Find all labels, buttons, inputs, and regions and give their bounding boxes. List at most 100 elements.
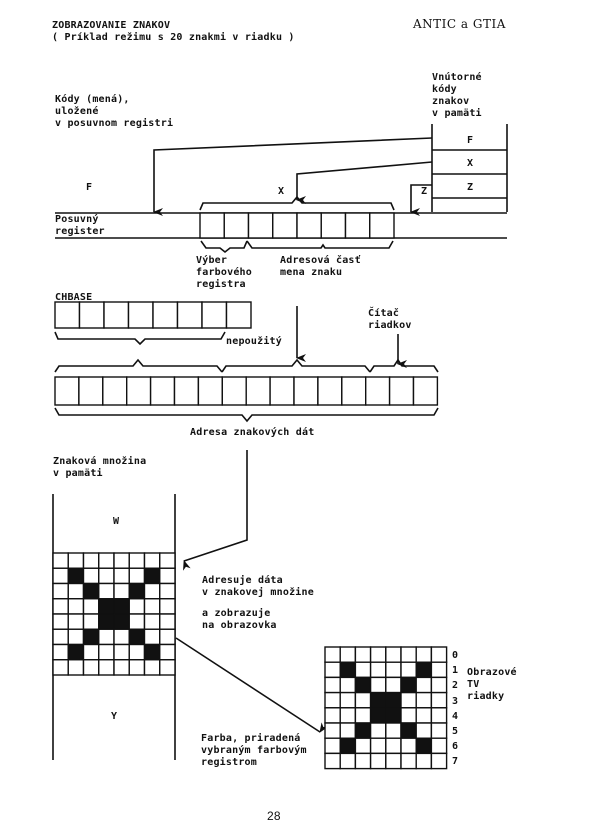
label-line: vybraným farbovým [201, 745, 307, 756]
register-bit-cell [199, 212, 225, 239]
pixel-off [354, 707, 372, 724]
register-bit-cell [103, 301, 130, 329]
pixel-off [354, 737, 372, 755]
register-bit-cell [369, 212, 395, 239]
pixel-off [128, 598, 146, 615]
pixel-on [128, 628, 146, 646]
pixel-off [128, 659, 146, 676]
brace-chbase [54, 331, 226, 346]
pixel-off [159, 613, 176, 630]
row-number: 1 [452, 665, 459, 677]
brace-address-part [246, 240, 394, 249]
label-line: Vnútorné [432, 72, 482, 83]
page-number: 28 [267, 809, 281, 823]
label-line: Čítač [368, 308, 400, 319]
row-number: 0 [452, 650, 459, 661]
pixel-off [67, 598, 85, 615]
pixel-off [400, 691, 417, 709]
pixel-off [415, 691, 433, 709]
pixel-off [113, 567, 130, 585]
pixel-off [159, 628, 176, 646]
data-address-label: Adresa znakových dát [190, 427, 315, 438]
pixel-off [67, 582, 85, 600]
pixel-on [369, 707, 387, 724]
register-bit-cell [317, 376, 343, 406]
pixel-on [400, 676, 417, 694]
register-bit-cell [225, 301, 252, 329]
page-subtitle: ( Príklad režimu s 20 znakmi v riadku ) [52, 32, 295, 43]
pixel-off [430, 691, 448, 709]
section-header: ANTIC a GTIA [413, 17, 506, 31]
pixel-off [98, 552, 115, 569]
pixel-off [385, 722, 402, 739]
label-line: Farba, priradená [201, 733, 301, 744]
register-bit-cell [173, 376, 200, 406]
pixel-off [52, 552, 69, 569]
arrow-to-charset [183, 450, 248, 571]
pixel-off [98, 567, 115, 585]
pixel-on [400, 722, 417, 739]
label-line: registra [196, 279, 246, 290]
pixel-off [159, 598, 176, 615]
register-x-label: X [278, 186, 285, 197]
pixel-off [82, 613, 100, 630]
pixel-off [143, 613, 161, 630]
pixel-off [52, 567, 69, 585]
pixel-off [430, 752, 448, 770]
register-bit-cell [78, 301, 105, 329]
pixel-on [128, 582, 146, 600]
shift-register-cells [199, 212, 395, 239]
pixel-off [415, 707, 433, 724]
row-number: 5 [452, 726, 459, 737]
pixel-off [324, 661, 341, 679]
register-bit-cell [272, 212, 298, 239]
pixel-off [128, 567, 146, 585]
label-line: Adresová časť [280, 255, 361, 266]
memory-cell-z-label: Z [467, 182, 474, 193]
pixel-off [400, 752, 417, 770]
pixel-off [98, 582, 115, 600]
pixel-off [339, 722, 357, 739]
label-line: a zobrazuje [202, 608, 271, 619]
pixel-off [98, 659, 115, 676]
pixel-off [159, 659, 176, 676]
register-bit-cell [152, 301, 179, 329]
pixel-off [430, 661, 448, 679]
register-bit-cell [54, 301, 81, 329]
pixel-off [339, 646, 357, 663]
brace-addr-code [221, 358, 371, 373]
pixel-off [385, 646, 402, 663]
memory-cell-x-label: X [467, 158, 474, 169]
label-line: TV [467, 679, 480, 690]
pixel-on [354, 676, 372, 694]
brace-addr-chbase [54, 358, 223, 373]
unused-label: nepoužitý [226, 336, 282, 347]
pixel-off [113, 582, 130, 600]
register-bit-cell [365, 376, 391, 406]
register-bit-cell [341, 376, 367, 406]
register-bit-cell [221, 376, 247, 406]
brace-top-x [199, 195, 395, 211]
register-z-label: Z [421, 186, 428, 197]
label-line: riadky [467, 691, 505, 702]
pixel-off [98, 628, 115, 646]
register-bit-cell [78, 376, 104, 406]
row-number: 2 [452, 680, 459, 692]
label-line: mena znaku [280, 267, 343, 278]
pixel-off [143, 628, 161, 646]
pixel-off [369, 722, 387, 739]
pixel-off [400, 737, 417, 755]
pixel-on [82, 582, 100, 600]
label-line: Obrazové [467, 667, 517, 678]
label-line: v pamäti [432, 108, 482, 119]
arrow-x [296, 161, 433, 204]
pixel-off [354, 661, 372, 679]
memory-cell-f-label: F [467, 135, 474, 146]
register-bit-cell [388, 376, 415, 406]
label-line: kódy [432, 84, 457, 95]
register-bit-cell [149, 376, 176, 406]
pixel-off [430, 676, 448, 694]
pixel-off [113, 552, 130, 569]
pixel-off [400, 661, 417, 679]
pixel-off [415, 752, 433, 770]
